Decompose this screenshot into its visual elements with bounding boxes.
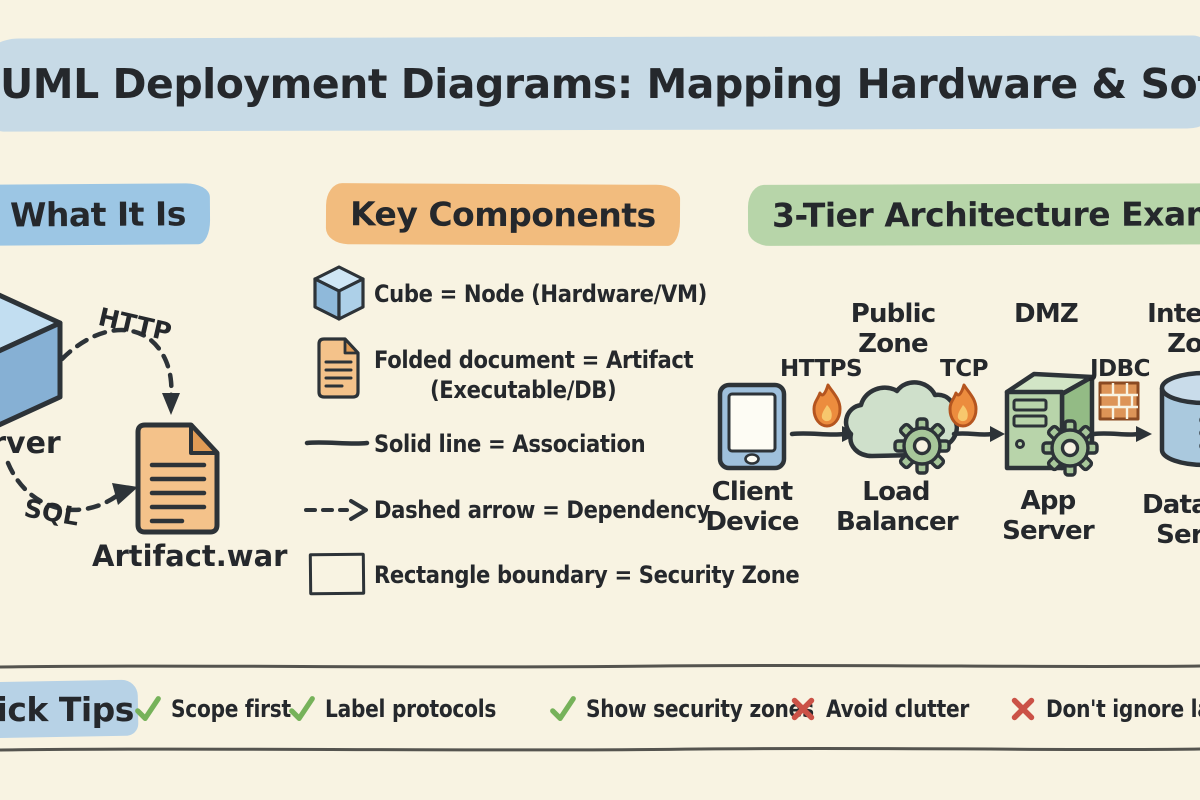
solid-line-icon xyxy=(304,440,370,446)
jdbc-association-arrow xyxy=(1091,426,1152,442)
page-title: UML Deployment Diagrams: Mapping Hardwar… xyxy=(0,60,1200,108)
protocol-label-https: HTTPS xyxy=(780,356,863,382)
cloud-gear-icon xyxy=(843,380,959,475)
node-label-client-device: Client Device xyxy=(705,477,799,537)
dashed-arrow-icon xyxy=(304,499,368,521)
legend-dashed-arrow-label: Dashed arrow = Dependency xyxy=(374,496,710,524)
tip-scope-first: Scope first xyxy=(133,694,314,724)
legend-rectangle-label: Rectangle boundary = Security Zone xyxy=(374,561,800,589)
zone-label-dmz: DMZ xyxy=(1014,299,1079,329)
firewall-flame-icon xyxy=(948,383,978,428)
tip-label: Don't ignore latency xyxy=(1046,695,1200,723)
quick-tips-heading: Quick Tips xyxy=(0,690,134,729)
check-icon xyxy=(550,696,576,721)
node-label-app-server: App Server xyxy=(1002,486,1095,546)
three-tier-diagram xyxy=(717,370,1200,477)
what-it-is-diagram xyxy=(0,292,220,535)
zone-label-public: Public Zone xyxy=(850,299,936,359)
sql-dependency-arrow xyxy=(5,460,138,513)
database-cylinder-icon xyxy=(1159,370,1200,468)
cube-icon xyxy=(313,265,365,321)
heading-what-it-is: What It Is xyxy=(0,183,211,246)
tcp-association-arrow xyxy=(951,426,1005,442)
server-tower-gear-icon xyxy=(1004,371,1099,477)
protocol-label-jdbc: JDBC xyxy=(1090,356,1151,382)
legend-cube-label: Cube = Node (Hardware/VM) xyxy=(374,280,707,308)
node-label-load-balancer: Load Balancer xyxy=(836,477,959,537)
tip-label: Label protocols xyxy=(325,695,497,723)
cross-icon xyxy=(791,697,815,721)
tip-avoid-clutter: Avoid clutter xyxy=(788,694,996,724)
artifact-document-icon xyxy=(135,422,220,535)
legend-document-label: Folded document = Artifact xyxy=(374,346,694,374)
rectangle-icon xyxy=(308,552,366,596)
node-label-database-server: Database Server xyxy=(1142,490,1200,550)
tip-label: Show security zones xyxy=(586,695,814,723)
tip-label: Avoid clutter xyxy=(826,695,970,723)
tip-show-security-zones: Show security zones xyxy=(548,694,857,724)
server-cube-icon xyxy=(0,292,63,428)
tip-dont-ignore-latency: Don't ignore latency xyxy=(1008,694,1200,724)
artifact-label: Artifact.war xyxy=(92,539,288,573)
http-dependency-arrow xyxy=(59,327,180,415)
folded-document-icon xyxy=(317,337,360,399)
heading-three-tier: 3-Tier Architecture Example xyxy=(747,183,1200,246)
firewall-flame-icon xyxy=(812,383,842,428)
heading-key-components: Key Components xyxy=(325,183,680,246)
tip-label: Scope first xyxy=(171,695,291,723)
legend-solid-line-label: Solid line = Association xyxy=(374,430,646,458)
tip-label-protocols: Label protocols xyxy=(287,694,529,724)
check-icon xyxy=(135,696,161,721)
zone-label-internal: Internal Zone xyxy=(1147,299,1200,359)
cross-icon xyxy=(1011,697,1035,721)
tablet-icon xyxy=(717,382,787,471)
protocol-label-tcp: TCP xyxy=(940,356,988,382)
tips-strip-rules xyxy=(0,663,1200,752)
legend-document-label-line2: (Executable/DB) xyxy=(430,376,617,404)
brick-wall-icon xyxy=(1098,381,1140,421)
check-icon xyxy=(289,696,315,721)
server-node-label: Server xyxy=(0,426,61,461)
